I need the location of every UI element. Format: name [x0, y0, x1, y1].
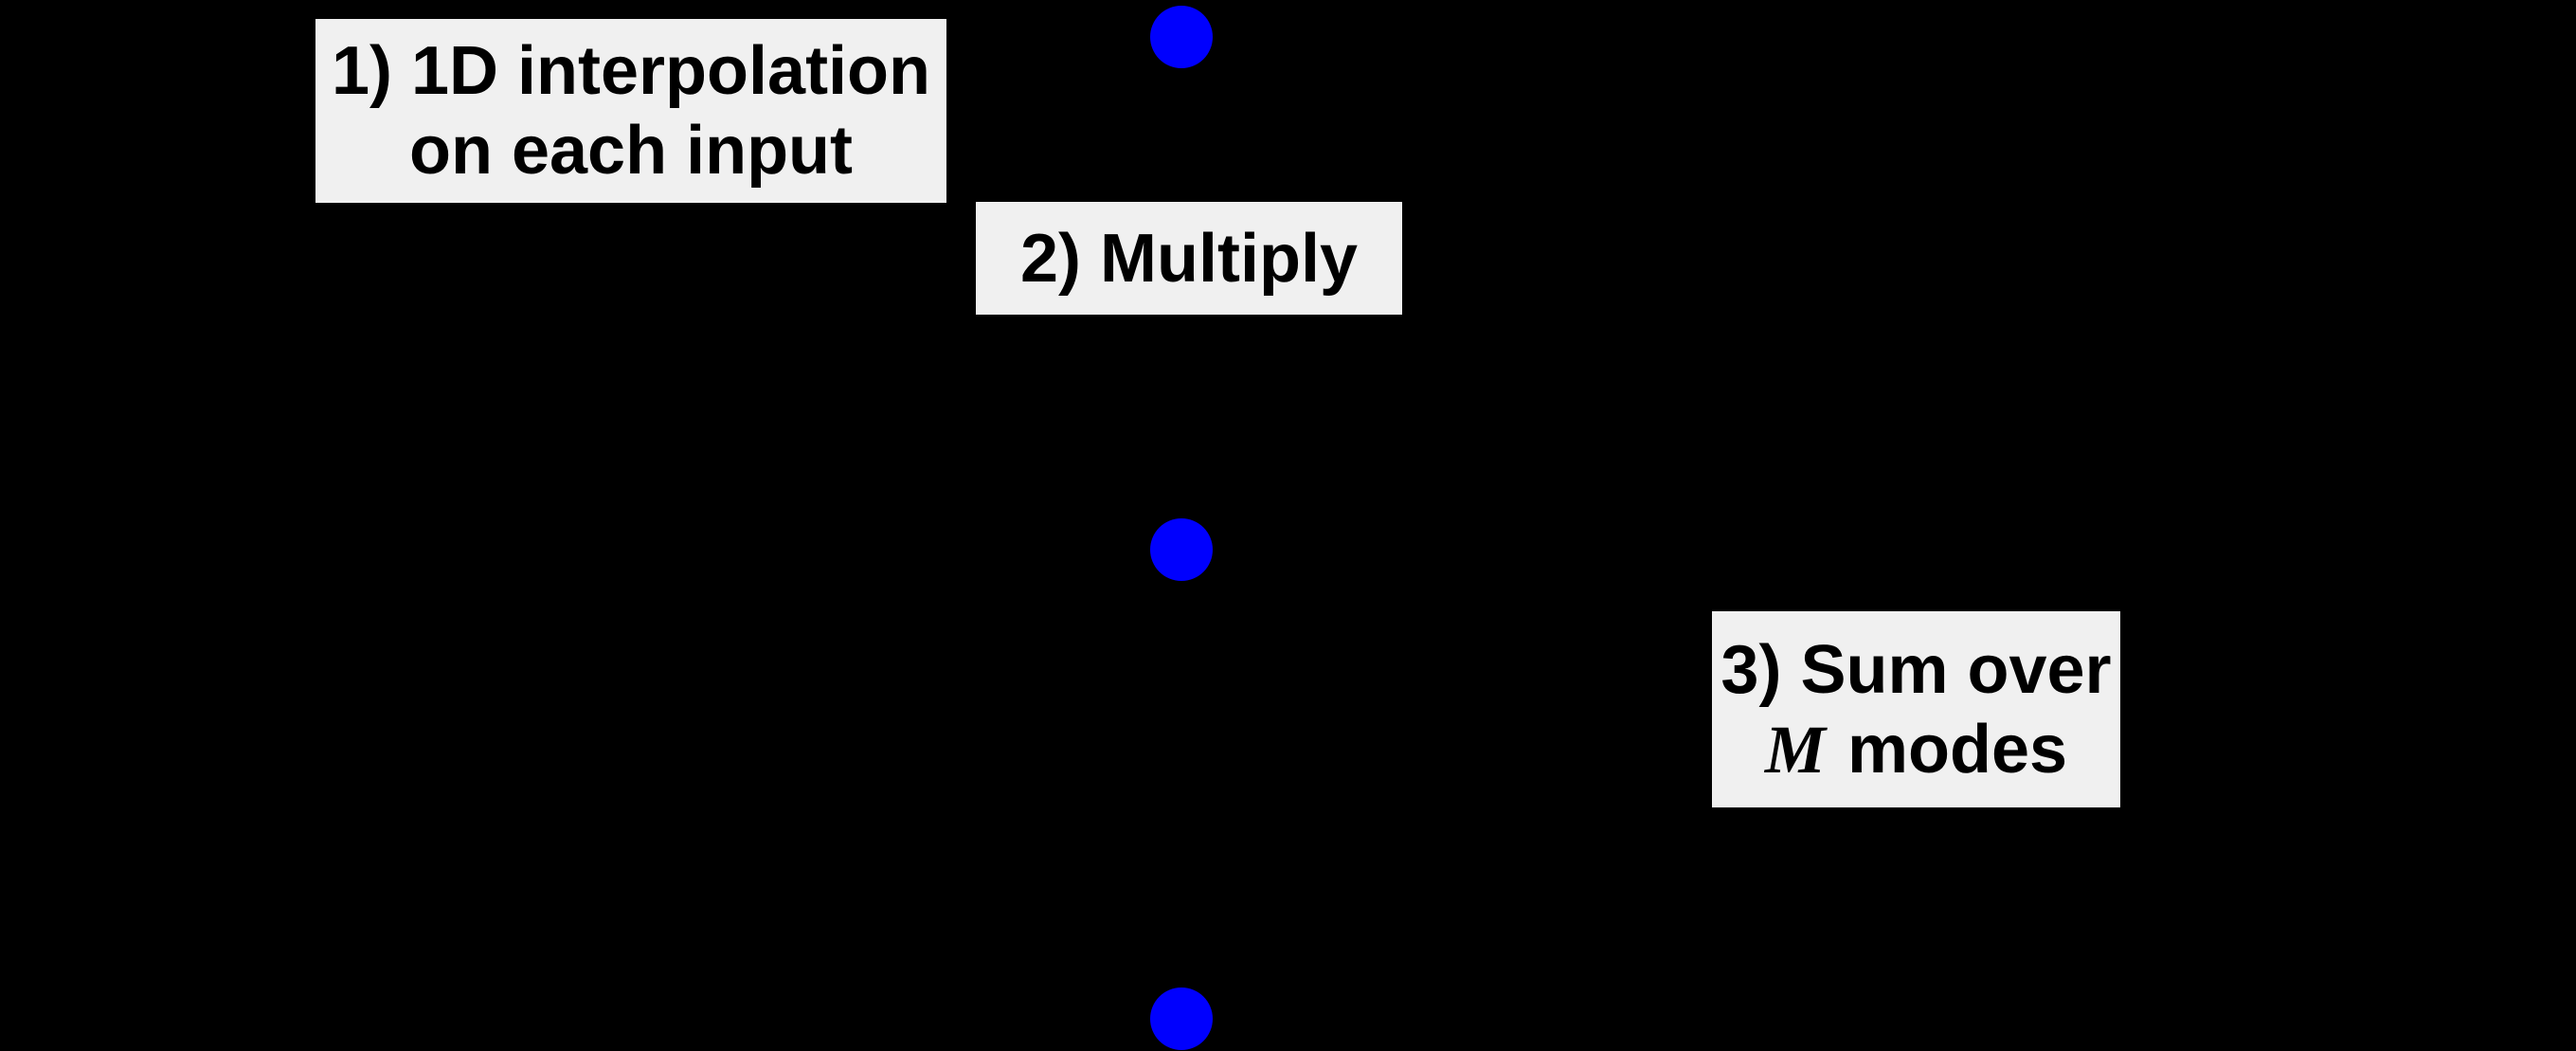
step3-m-symbol: M — [1764, 711, 1826, 788]
step1-label-box: 1) 1D interpolation on each input — [315, 19, 946, 203]
step1-line1: 1) 1D interpolation — [331, 33, 931, 109]
step2-line1: 2) Multiply — [1020, 220, 1358, 297]
step1-line2: on each input — [409, 113, 853, 189]
blue-node-bottom — [1150, 988, 1213, 1050]
step3-line1: 3) Sum over — [1720, 631, 2112, 708]
blue-node-top — [1150, 6, 1213, 68]
step3-line2-rest: modes — [1846, 711, 2068, 788]
blue-node-middle — [1150, 518, 1213, 581]
step2-label-box: 2) Multiply — [976, 202, 1402, 315]
